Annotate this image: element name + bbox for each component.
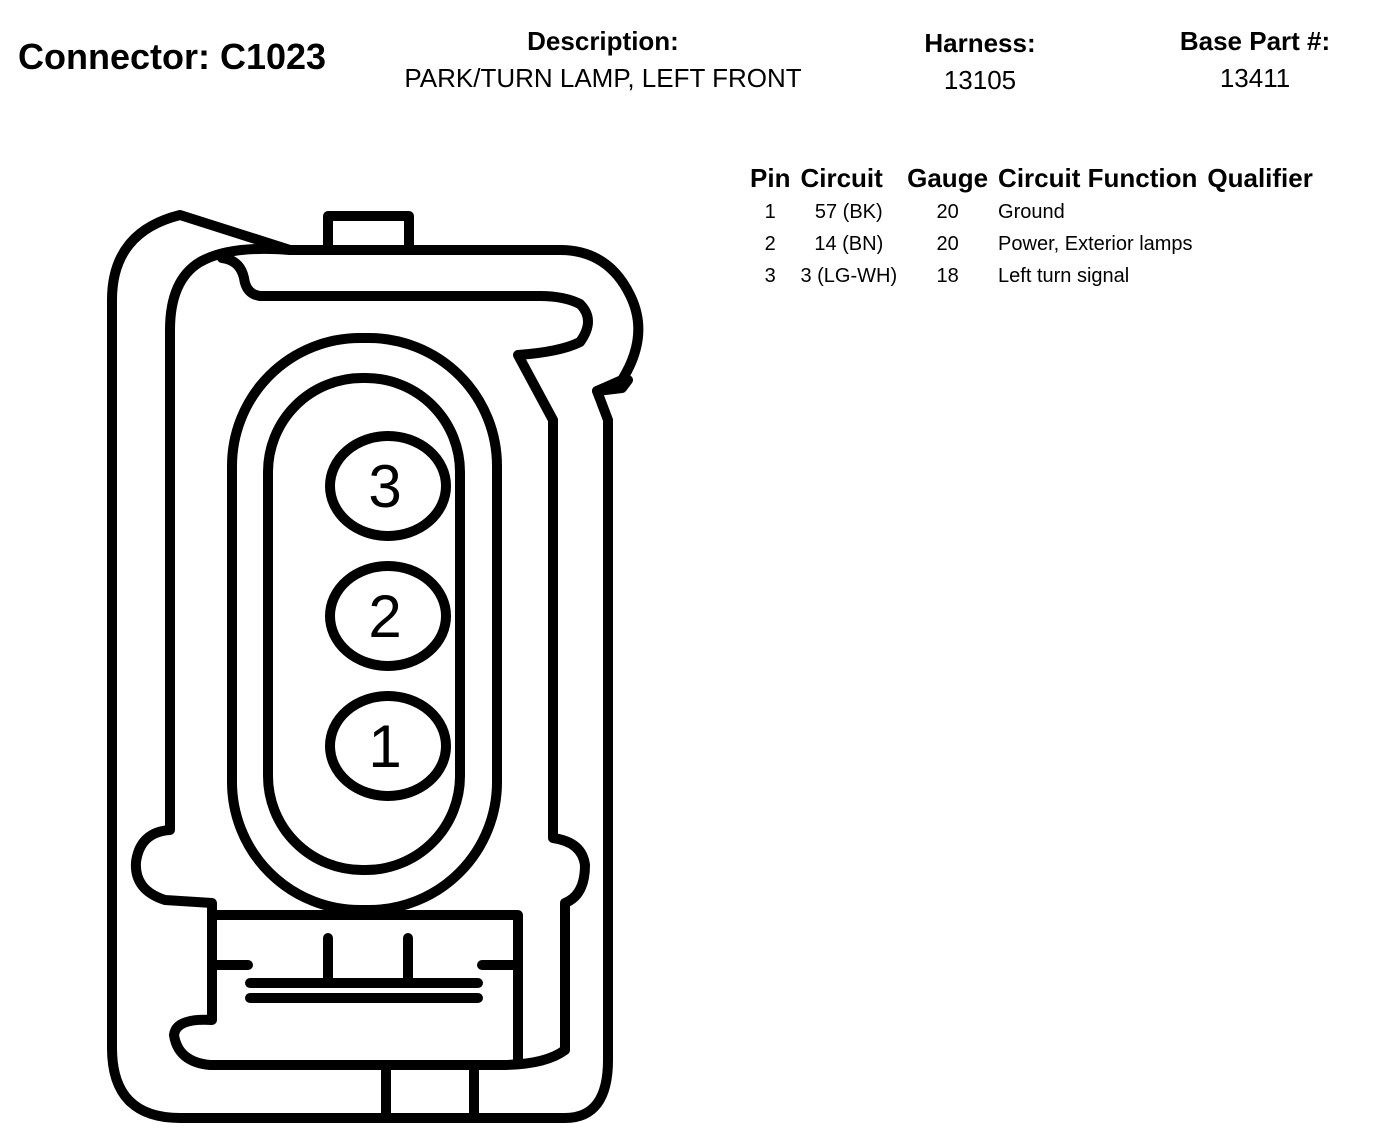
- harness-label: Harness:: [924, 28, 1036, 58]
- header-pin: Pin: [750, 162, 791, 193]
- cell-circuit: 57 (BK): [814, 200, 883, 223]
- base-part-label: Base Part #:: [1179, 26, 1331, 56]
- cell-function: Power, Exterior lamps: [998, 232, 1193, 255]
- cell-circuit: 3 (LG-WH): [800, 264, 898, 287]
- cell-pin: 2: [764, 232, 776, 255]
- pin-cavity-2: 2: [325, 561, 451, 671]
- table-row: 3 3 (LG-WH) 18 Left turn signal: [745, 260, 1318, 292]
- pin-table: Pin Circuit Gauge Circuit Function Quali…: [745, 160, 1318, 292]
- pin-label-1: 1: [368, 713, 401, 780]
- pin-label-2: 2: [368, 583, 401, 650]
- seal-block: [207, 910, 523, 1067]
- bottom-tab: [381, 1060, 479, 1123]
- cell-function: Ground: [998, 200, 1065, 223]
- cell-pin: 1: [764, 200, 776, 223]
- outer-housing: [107, 210, 644, 1123]
- table-row: 1 57 (BK) 20 Ground: [745, 196, 1318, 228]
- base-part-value: 13411: [1219, 63, 1291, 93]
- base-part-block: Base Part #: 13411: [1150, 26, 1360, 94]
- harness-value: 13105: [943, 65, 1017, 95]
- cell-gauge: 18: [936, 264, 959, 287]
- pin-cavity-3: 3: [325, 431, 451, 541]
- cell-qualifier: [1202, 228, 1317, 260]
- connector-title: Connector: C1023: [18, 36, 327, 77]
- header-circuit: Circuit: [800, 162, 883, 193]
- cell-gauge: 20: [936, 200, 959, 223]
- description-block: Description: PARK/TURN LAMP, LEFT FRONT: [380, 26, 826, 94]
- connector-face-diagram: 3 2 1: [107, 210, 644, 1123]
- cell-function: Left turn signal: [998, 264, 1130, 287]
- inner-housing: [130, 243, 593, 1070]
- pin-cavity-1: 1: [325, 691, 451, 801]
- latch-notch: [592, 375, 633, 396]
- cell-qualifier: [1202, 260, 1317, 292]
- header-gauge: Gauge: [907, 162, 989, 193]
- header-circuit-function: Circuit Function: [998, 162, 1198, 193]
- pin-table-header-row: Pin Circuit Gauge Circuit Function Quali…: [745, 160, 1318, 196]
- header-qualifier: Qualifier: [1207, 162, 1313, 193]
- cell-pin: 3: [764, 264, 776, 287]
- cell-gauge: 20: [936, 232, 959, 255]
- cavity-frame-inner: [263, 373, 465, 875]
- cell-qualifier: [1202, 196, 1317, 228]
- harness-block: Harness: 13105: [900, 28, 1060, 96]
- description-value: PARK/TURN LAMP, LEFT FRONT: [404, 63, 802, 93]
- description-label: Description:: [527, 26, 679, 56]
- pin-label-3: 3: [368, 453, 401, 520]
- cell-circuit: 14 (BN): [814, 232, 884, 255]
- top-lock-tab: [323, 211, 414, 255]
- table-row: 2 14 (BN) 20 Power, Exterior lamps: [745, 228, 1318, 260]
